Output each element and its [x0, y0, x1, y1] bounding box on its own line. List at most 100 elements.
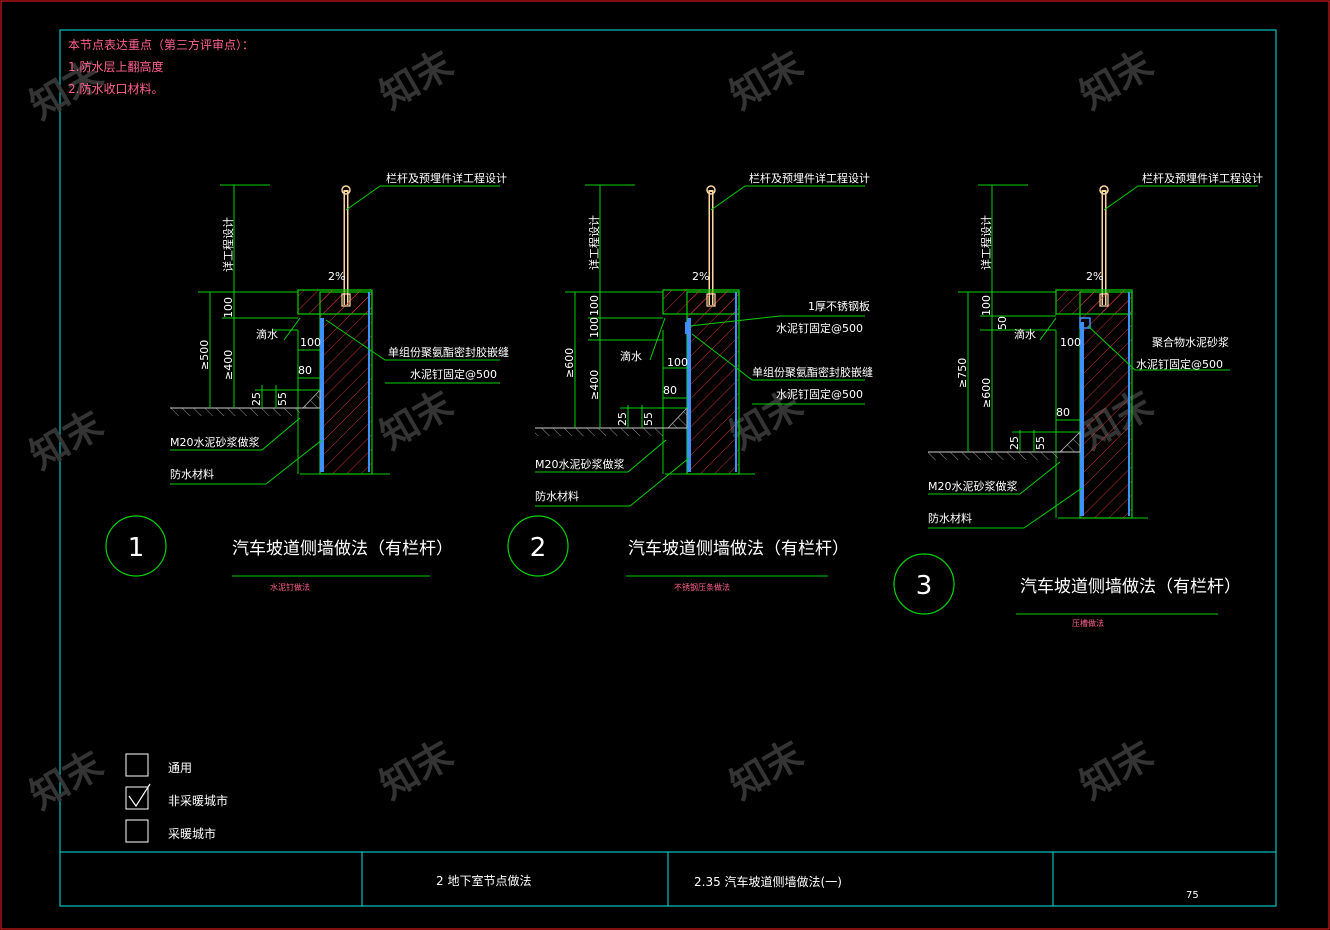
dim-top2: 50 — [996, 316, 1009, 330]
notes: 本节点表达重点（第三方评审点）： 1.防水层上翻高度 2.防水收口材料。 — [68, 37, 254, 96]
detail-3: 栏杆及预埋件详工程设计 详工程设计 2% 滴水 聚合物水泥砂浆 水泥钉固定@50… — [893, 171, 1263, 628]
dim-100: 100 — [667, 356, 688, 369]
legend-checkbox[interactable] — [125, 819, 149, 843]
section-title: 2 地下室节点做法 — [436, 873, 531, 888]
detail-number: 2 — [530, 533, 547, 563]
detail-number: 3 — [916, 571, 933, 601]
dim-55: 55 — [276, 392, 289, 406]
notes-item: 2.防水收口材料。 — [68, 81, 163, 96]
notes-item: 1.防水层上翻高度 — [68, 59, 163, 74]
detail-number: 1 — [128, 533, 145, 563]
mortar-fillet — [1059, 431, 1081, 453]
dim-55: 55 — [642, 412, 655, 426]
railing-label: 栏杆及预埋件详工程设计 — [1142, 171, 1263, 185]
detail-number-circle — [893, 553, 955, 615]
height-design-label: 详工程设计 — [221, 217, 235, 272]
title-block: 2 地下室节点做法 2.35 汽车坡道侧墙做法(一) 75 — [60, 851, 1276, 906]
plate-label: 1厚不锈钢板 — [808, 299, 870, 313]
height-design-label: 详工程设计 — [587, 215, 601, 270]
detail-1: 栏杆及预埋件详工程设计 详工程设计 2% 滴水 单组份聚氨酯密封胶嵌缝 水泥钉固… — [105, 171, 509, 592]
legend-checkbox[interactable] — [125, 786, 149, 810]
dim-lower: ≥400 — [588, 370, 601, 400]
detail-subtitle: 不锈钢压条做法 — [674, 582, 730, 592]
mortar-label: M20水泥砂浆做浆 — [928, 479, 1018, 493]
watermark: 知末 — [23, 402, 111, 478]
concrete-wall — [319, 291, 373, 475]
legend-label: 非采暖城市 — [168, 793, 228, 808]
concrete-wall — [1079, 291, 1133, 519]
detail-2: 栏杆及预埋件详工程设计 详工程设计 2% 滴水 1厚不锈钢板 水泥钉固定@500… — [507, 171, 873, 592]
dim-lower: ≥400 — [222, 350, 235, 380]
drip-label: 滴水 — [256, 327, 278, 341]
legend-label: 采暖城市 — [168, 826, 216, 841]
slope-label: 2% — [1086, 270, 1103, 283]
railing-head — [706, 185, 716, 195]
detail-number-circle — [507, 515, 569, 577]
sealant-label: 单组份聚氨酯密封胶嵌缝 — [388, 345, 509, 359]
dim-top2: 100 — [588, 317, 601, 338]
check-icon — [128, 783, 151, 808]
nail-label-a: 水泥钉固定@500 — [776, 321, 863, 335]
watermark: 知末 — [723, 732, 811, 808]
dim-100: 100 — [1060, 336, 1081, 349]
watermark: 知末 — [23, 742, 111, 818]
waterproof-label: 防水材料 — [928, 511, 972, 525]
dim-25: 25 — [1008, 436, 1021, 450]
railing-head — [341, 185, 351, 195]
detail-title: 汽车坡道侧墙做法（有栏杆） — [628, 539, 849, 559]
railing-head — [1099, 185, 1109, 195]
dim-80: 80 — [298, 364, 312, 377]
detail-title: 汽车坡道侧墙做法（有栏杆） — [232, 539, 453, 559]
slope-label: 2% — [328, 270, 345, 283]
legend-label: 通用 — [168, 761, 192, 775]
dim-80: 80 — [663, 384, 677, 397]
groove — [1079, 317, 1091, 329]
dim-55: 55 — [1034, 436, 1047, 450]
sealant-label: 单组份聚氨酯密封胶嵌缝 — [752, 365, 873, 379]
dim-25: 25 — [250, 392, 263, 406]
mortar-label: M20水泥砂浆做浆 — [170, 435, 260, 449]
nail-label: 水泥钉固定@500 — [410, 367, 497, 381]
dim-25: 25 — [616, 412, 629, 426]
coping — [1055, 289, 1133, 315]
railing-label: 栏杆及预埋件详工程设计 — [749, 171, 870, 185]
dim-lower: ≥600 — [980, 378, 993, 408]
waterproof-label: 防水材料 — [170, 467, 214, 481]
dim-total: ≥600 — [563, 348, 576, 378]
detail-number-circle — [105, 515, 167, 577]
dim-80: 80 — [1056, 406, 1070, 419]
mortar-fillet — [302, 388, 321, 409]
detail-subtitle: 水泥钉做法 — [270, 582, 310, 592]
legend: 通用 非采暖城市 采暖城市 — [125, 753, 228, 843]
watermark: 知末 — [1073, 42, 1161, 118]
dim-100: 100 — [300, 336, 321, 349]
height-design-label: 详工程设计 — [979, 215, 993, 270]
slope-label: 2% — [692, 270, 709, 283]
watermark: 知末 — [1073, 732, 1161, 808]
notes-heading: 本节点表达重点（第三方评审点）： — [68, 37, 254, 52]
mortar-poly-label: 聚合物水泥砂浆 — [1152, 335, 1229, 349]
nail-label-b: 水泥钉固定@500 — [776, 387, 863, 401]
page-number: 75 — [1186, 890, 1199, 901]
drip-label: 滴水 — [620, 349, 642, 363]
detail-title: 汽车坡道侧墙做法（有栏杆） — [1020, 577, 1241, 597]
coping — [297, 289, 373, 315]
railing-label: 栏杆及预埋件详工程设计 — [386, 171, 507, 185]
drip-label: 滴水 — [1014, 327, 1036, 341]
mortar-label: M20水泥砂浆做浆 — [535, 457, 625, 471]
dim-top: 100 — [222, 297, 235, 318]
concrete-wall — [686, 291, 740, 475]
watermark: 知末 — [373, 42, 461, 118]
dim-top: 100 — [588, 295, 601, 316]
watermark: 知末 — [373, 732, 461, 808]
drawing-title: 2.35 汽车坡道侧墙做法(一) — [694, 874, 842, 889]
mortar-fillet — [667, 406, 688, 429]
legend-checkbox[interactable] — [125, 753, 149, 777]
watermark: 知末 — [373, 382, 461, 458]
nail-label: 水泥钉固定@500 — [1136, 357, 1223, 371]
dim-total: ≥750 — [956, 358, 969, 388]
dim-top: 100 — [980, 295, 993, 316]
watermark: 知末 — [723, 42, 811, 118]
